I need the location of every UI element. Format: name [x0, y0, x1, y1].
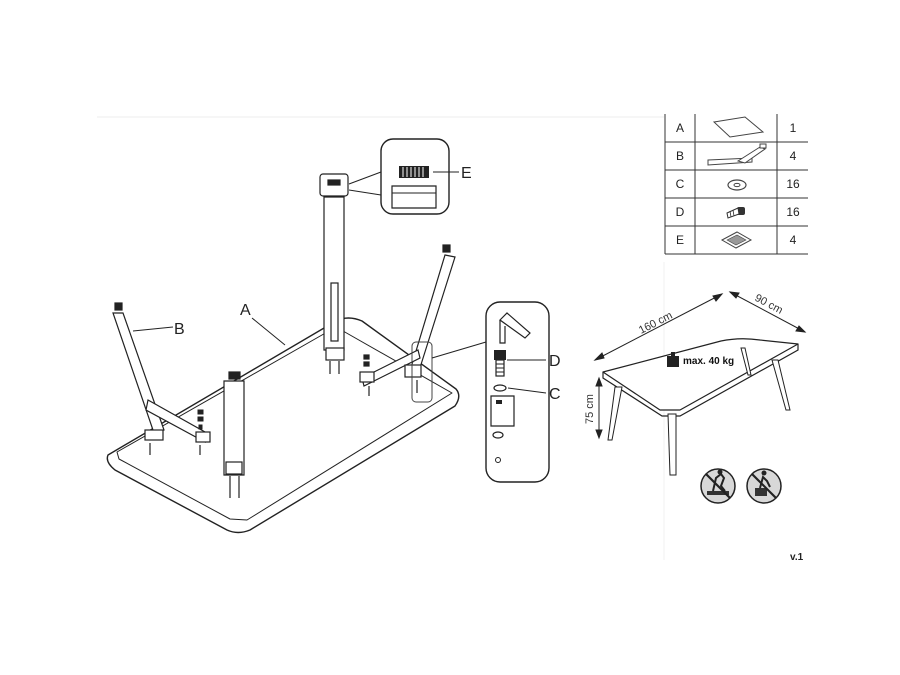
hardware-stack-left — [197, 409, 204, 430]
felt-pad-detail — [348, 138, 450, 215]
detail-leader-line — [431, 341, 487, 359]
leg-b-left — [112, 302, 211, 455]
bolt-washer-detail — [485, 301, 550, 483]
detail-highlight-box — [411, 341, 433, 403]
parts-row-qty: 16 — [786, 205, 800, 219]
parts-row-qty: 16 — [786, 177, 800, 191]
parts-row-letter: D — [676, 205, 685, 219]
callout-b-leader — [132, 326, 174, 332]
leg-front — [223, 371, 245, 498]
dimension-height: 75 cm — [584, 394, 596, 424]
parts-row-qty: 1 — [790, 121, 797, 135]
leg-right — [359, 244, 456, 396]
parts-row-letter: E — [676, 233, 684, 247]
parts-table — [664, 114, 808, 255]
version-label: v.1 — [790, 552, 804, 563]
no-standing-on-table-icon — [700, 468, 736, 504]
no-climbing-icon — [746, 468, 782, 504]
max-load-label: max. 40 kg — [683, 356, 734, 367]
parts-row-letter: A — [676, 121, 684, 135]
callout-c-leader — [507, 387, 547, 394]
leg-back — [319, 173, 349, 374]
dimension-lines — [593, 291, 807, 440]
callout-c-label: C — [549, 386, 561, 403]
parts-row-qty: 4 — [790, 149, 797, 163]
parts-row-qty: 4 — [790, 233, 797, 247]
assembled-table-view — [602, 338, 799, 476]
tabletop-icon — [712, 116, 765, 138]
washer-icon — [727, 179, 747, 191]
callout-d-label: D — [549, 353, 561, 370]
callout-a-label: A — [240, 302, 251, 319]
callout-a-leader — [251, 317, 286, 346]
dimension-length: 160 cm — [637, 310, 675, 337]
callout-e-label: E — [461, 165, 472, 182]
callout-b-label: B — [174, 321, 185, 338]
bolt-icon — [726, 207, 745, 219]
leg-frame-icon — [707, 143, 767, 166]
parts-row-letter: B — [676, 149, 684, 163]
felt-pad-icon — [720, 231, 753, 249]
weight-icon — [667, 356, 679, 367]
parts-row-letter: C — [676, 177, 685, 191]
